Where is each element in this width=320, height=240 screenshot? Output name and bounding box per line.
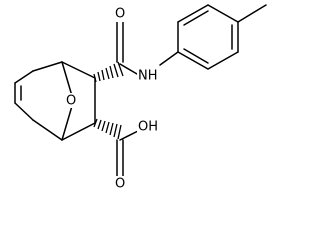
bond-c7-c1 <box>14 102 34 121</box>
bond-bridge-top <box>61 61 73 97</box>
amide-bonds <box>116 21 179 75</box>
acid-carbonyl-oxygen-label: O <box>115 177 125 192</box>
bond-c3-c4 <box>61 61 96 79</box>
acid-hydroxyl-label: OH <box>138 120 158 135</box>
bond-c1-c2 <box>14 70 34 84</box>
bond-methyl <box>237 4 267 23</box>
bicyclic-ring-bonds <box>14 61 96 141</box>
amide-nh-label: NH <box>138 69 158 84</box>
tolyl-ring-bonds <box>177 4 267 70</box>
bond-n-aryl <box>159 51 179 66</box>
stereo-hash-lower <box>93 118 122 140</box>
bond-c2-c3 <box>32 61 63 72</box>
bond-c6-c7 <box>32 119 63 141</box>
bond-amide-c-n <box>119 63 138 75</box>
bond-bridge-bottom <box>61 105 73 141</box>
oxygen-bridge-bonds <box>61 61 73 141</box>
stereo-hash-upper <box>93 61 124 83</box>
atom-labels: O O NH OH O <box>64 6 161 192</box>
acid-bonds <box>116 130 139 177</box>
bond-c5-c6 <box>61 122 96 141</box>
bond-acid-c-oh <box>119 130 139 141</box>
molecule-structure: O O NH OH O <box>14 4 267 192</box>
amide-oxygen-label: O <box>115 7 125 22</box>
bridge-oxygen-label: O <box>66 94 76 109</box>
